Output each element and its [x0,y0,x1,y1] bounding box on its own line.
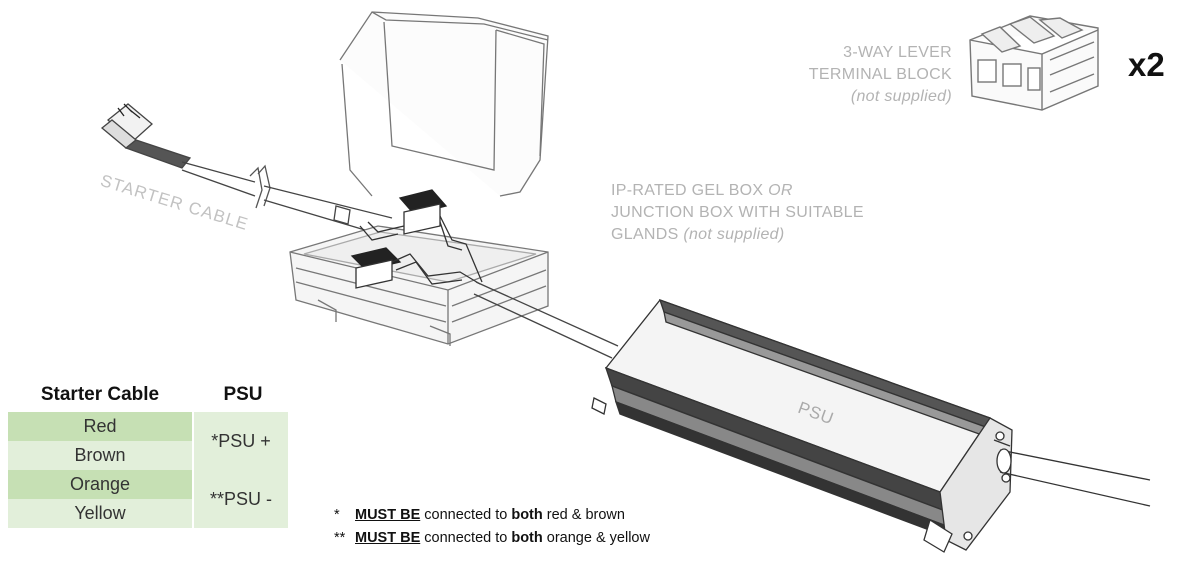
lever-terminal-block-icon [969,15,1099,111]
gel-box-label-line3: GLANDS [611,226,684,243]
note-text: connected to [420,530,512,546]
note-marker: ** [334,530,346,546]
terminal-block-not-supplied: (not supplied) [850,88,952,105]
table-cell-orange: Orange [8,470,192,499]
gel-box-not-supplied: (not supplied) [683,226,785,243]
terminal-block-label: 3-WAY LEVER TERMINAL BLOCK (not supplied… [778,42,952,108]
psu-cable-drawing [473,281,619,359]
note-row: * MUST BE connected to both red & brown [334,504,650,527]
gel-box-drawing [289,11,549,346]
gel-box-label-line1: IP-RATED GEL BOX [611,182,769,199]
table-cell-brown: Brown [8,441,192,470]
note-both: both [511,507,543,523]
table-cell-psu-negative: **PSU - [194,470,288,528]
note-text-end: red & brown [542,507,625,523]
note-marker: * [334,507,340,523]
terminal-block-label-line2: TERMINAL BLOCK [808,66,952,83]
quantity-label: x2 [1128,46,1165,83]
gel-box-label: IP-RATED GEL BOX OR JUNCTION BOX WITH SU… [611,180,941,246]
note-must-be: MUST BE [355,507,421,523]
note-row: ** MUST BE connected to both orange & ye… [334,527,650,550]
note-text: connected to [420,507,512,523]
wiring-notes: * MUST BE connected to both red & brown … [334,504,650,550]
table-cell-psu-positive: *PSU + [194,412,288,470]
table-header-psu: PSU [223,384,263,405]
terminal-block-label-line1: 3-WAY LEVER [843,44,952,61]
psu-unit-drawing [591,298,1151,553]
table-cell-yellow: Yellow [8,499,192,528]
note-both: both [511,530,543,546]
note-must-be: MUST BE [355,530,421,546]
note-text-end: orange & yellow [542,530,650,546]
starter-cable-drawing [100,103,393,239]
table-header-starter-cable: Starter Cable [40,384,160,405]
table-cell-red: Red [8,412,192,441]
gel-box-label-or: OR [768,182,793,199]
gel-box-label-line2: JUNCTION BOX WITH SUITABLE [611,204,864,221]
